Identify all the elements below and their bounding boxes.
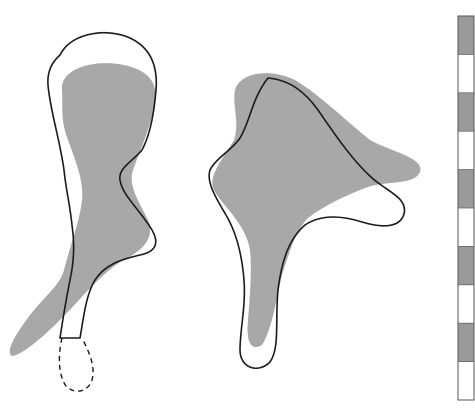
scale-bar-segment-light xyxy=(458,285,474,323)
scale-bar-segment-dark xyxy=(458,93,474,131)
scale-bar-segment-dark xyxy=(458,323,474,361)
scale-bar-segment-dark xyxy=(458,16,474,54)
scale-bar-segment-dark xyxy=(458,170,474,208)
scale-bar xyxy=(458,16,474,400)
scale-bar-segment-light xyxy=(458,131,474,169)
scale-bar-segment-light xyxy=(458,54,474,92)
scale-bar-segment-light xyxy=(458,208,474,246)
left-bone-shaded-region xyxy=(10,63,156,356)
scale-bar-segment-dark xyxy=(458,246,474,284)
left-bone-dashed-tip xyxy=(59,338,93,391)
scale-bar-segment-light xyxy=(458,362,474,400)
